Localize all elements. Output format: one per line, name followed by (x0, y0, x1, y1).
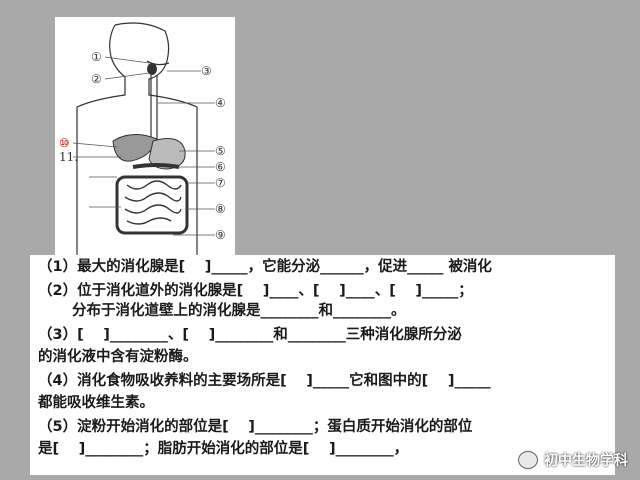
leader-lines (72, 56, 215, 236)
label-9: ⑨ (215, 228, 226, 242)
label-5: ⑤ (215, 144, 226, 158)
question-line-1: （1）最大的消化腺是[ ]_____，它能分泌______，促进_____ 被消… (38, 259, 492, 275)
label-10: ⑩ (59, 136, 70, 150)
question-line-3: 分布于消化道壁上的消化腺是________和________。 (38, 303, 406, 319)
label-2: ② (91, 72, 102, 86)
label-4: ④ (215, 96, 226, 110)
watermark-text: 初中生物学科 (544, 453, 628, 469)
question-line-9: 是[ ]________；脂肪开始消化的部位是[ ]________， (38, 441, 409, 457)
body-outline (76, 22, 198, 255)
diagram-labels: ① ② ③ ④ ⑤ ⑥ ⑦ ⑧ ⑨ ⑩ 11. (59, 50, 226, 242)
label-11: 11. (59, 150, 78, 164)
mouth (146, 60, 170, 66)
label-3: ③ (201, 64, 212, 78)
digestive-system-svg: ① ② ③ ④ ⑤ ⑥ ⑦ ⑧ ⑨ ⑩ 11. (59, 22, 226, 255)
question-line-2: （2）位于消化道外的消化腺是[ ]____、[ ]____、[ ]_____； (38, 283, 473, 299)
question-panel: （1）最大的消化腺是[ ]_____，它能分泌______，促进_____ 被消… (30, 255, 615, 475)
wechat-logo-icon (518, 451, 538, 469)
question-line-8: （5）淀粉开始消化的部位是[ ]________；蛋白质开始消化的部位 (38, 419, 473, 435)
esophagus (150, 75, 158, 145)
question-line-4: （3）[ ]________、[ ]________和________三种消化腺… (38, 327, 462, 343)
label-6: ⑥ (215, 160, 226, 174)
pharynx (147, 63, 157, 75)
question-line-7: 都能吸收维生素。 (38, 395, 154, 411)
question-line-6: （4）消化食物吸收养料的主要场所是[ ]_____它和图中的[ ]_____ (38, 373, 491, 389)
digestive-system-diagram: ① ② ③ ④ ⑤ ⑥ ⑦ ⑧ ⑨ ⑩ 11. (55, 17, 235, 255)
pancreas (132, 163, 180, 169)
label-1: ① (91, 50, 102, 64)
question-line-5: 的消化液中含有淀粉酶。 (38, 349, 198, 365)
label-7: ⑦ (215, 176, 226, 190)
small-intestine (124, 180, 182, 225)
watermark: 初中生物学科 (518, 450, 628, 470)
large-intestine (115, 175, 189, 235)
label-8: ⑧ (215, 202, 226, 216)
